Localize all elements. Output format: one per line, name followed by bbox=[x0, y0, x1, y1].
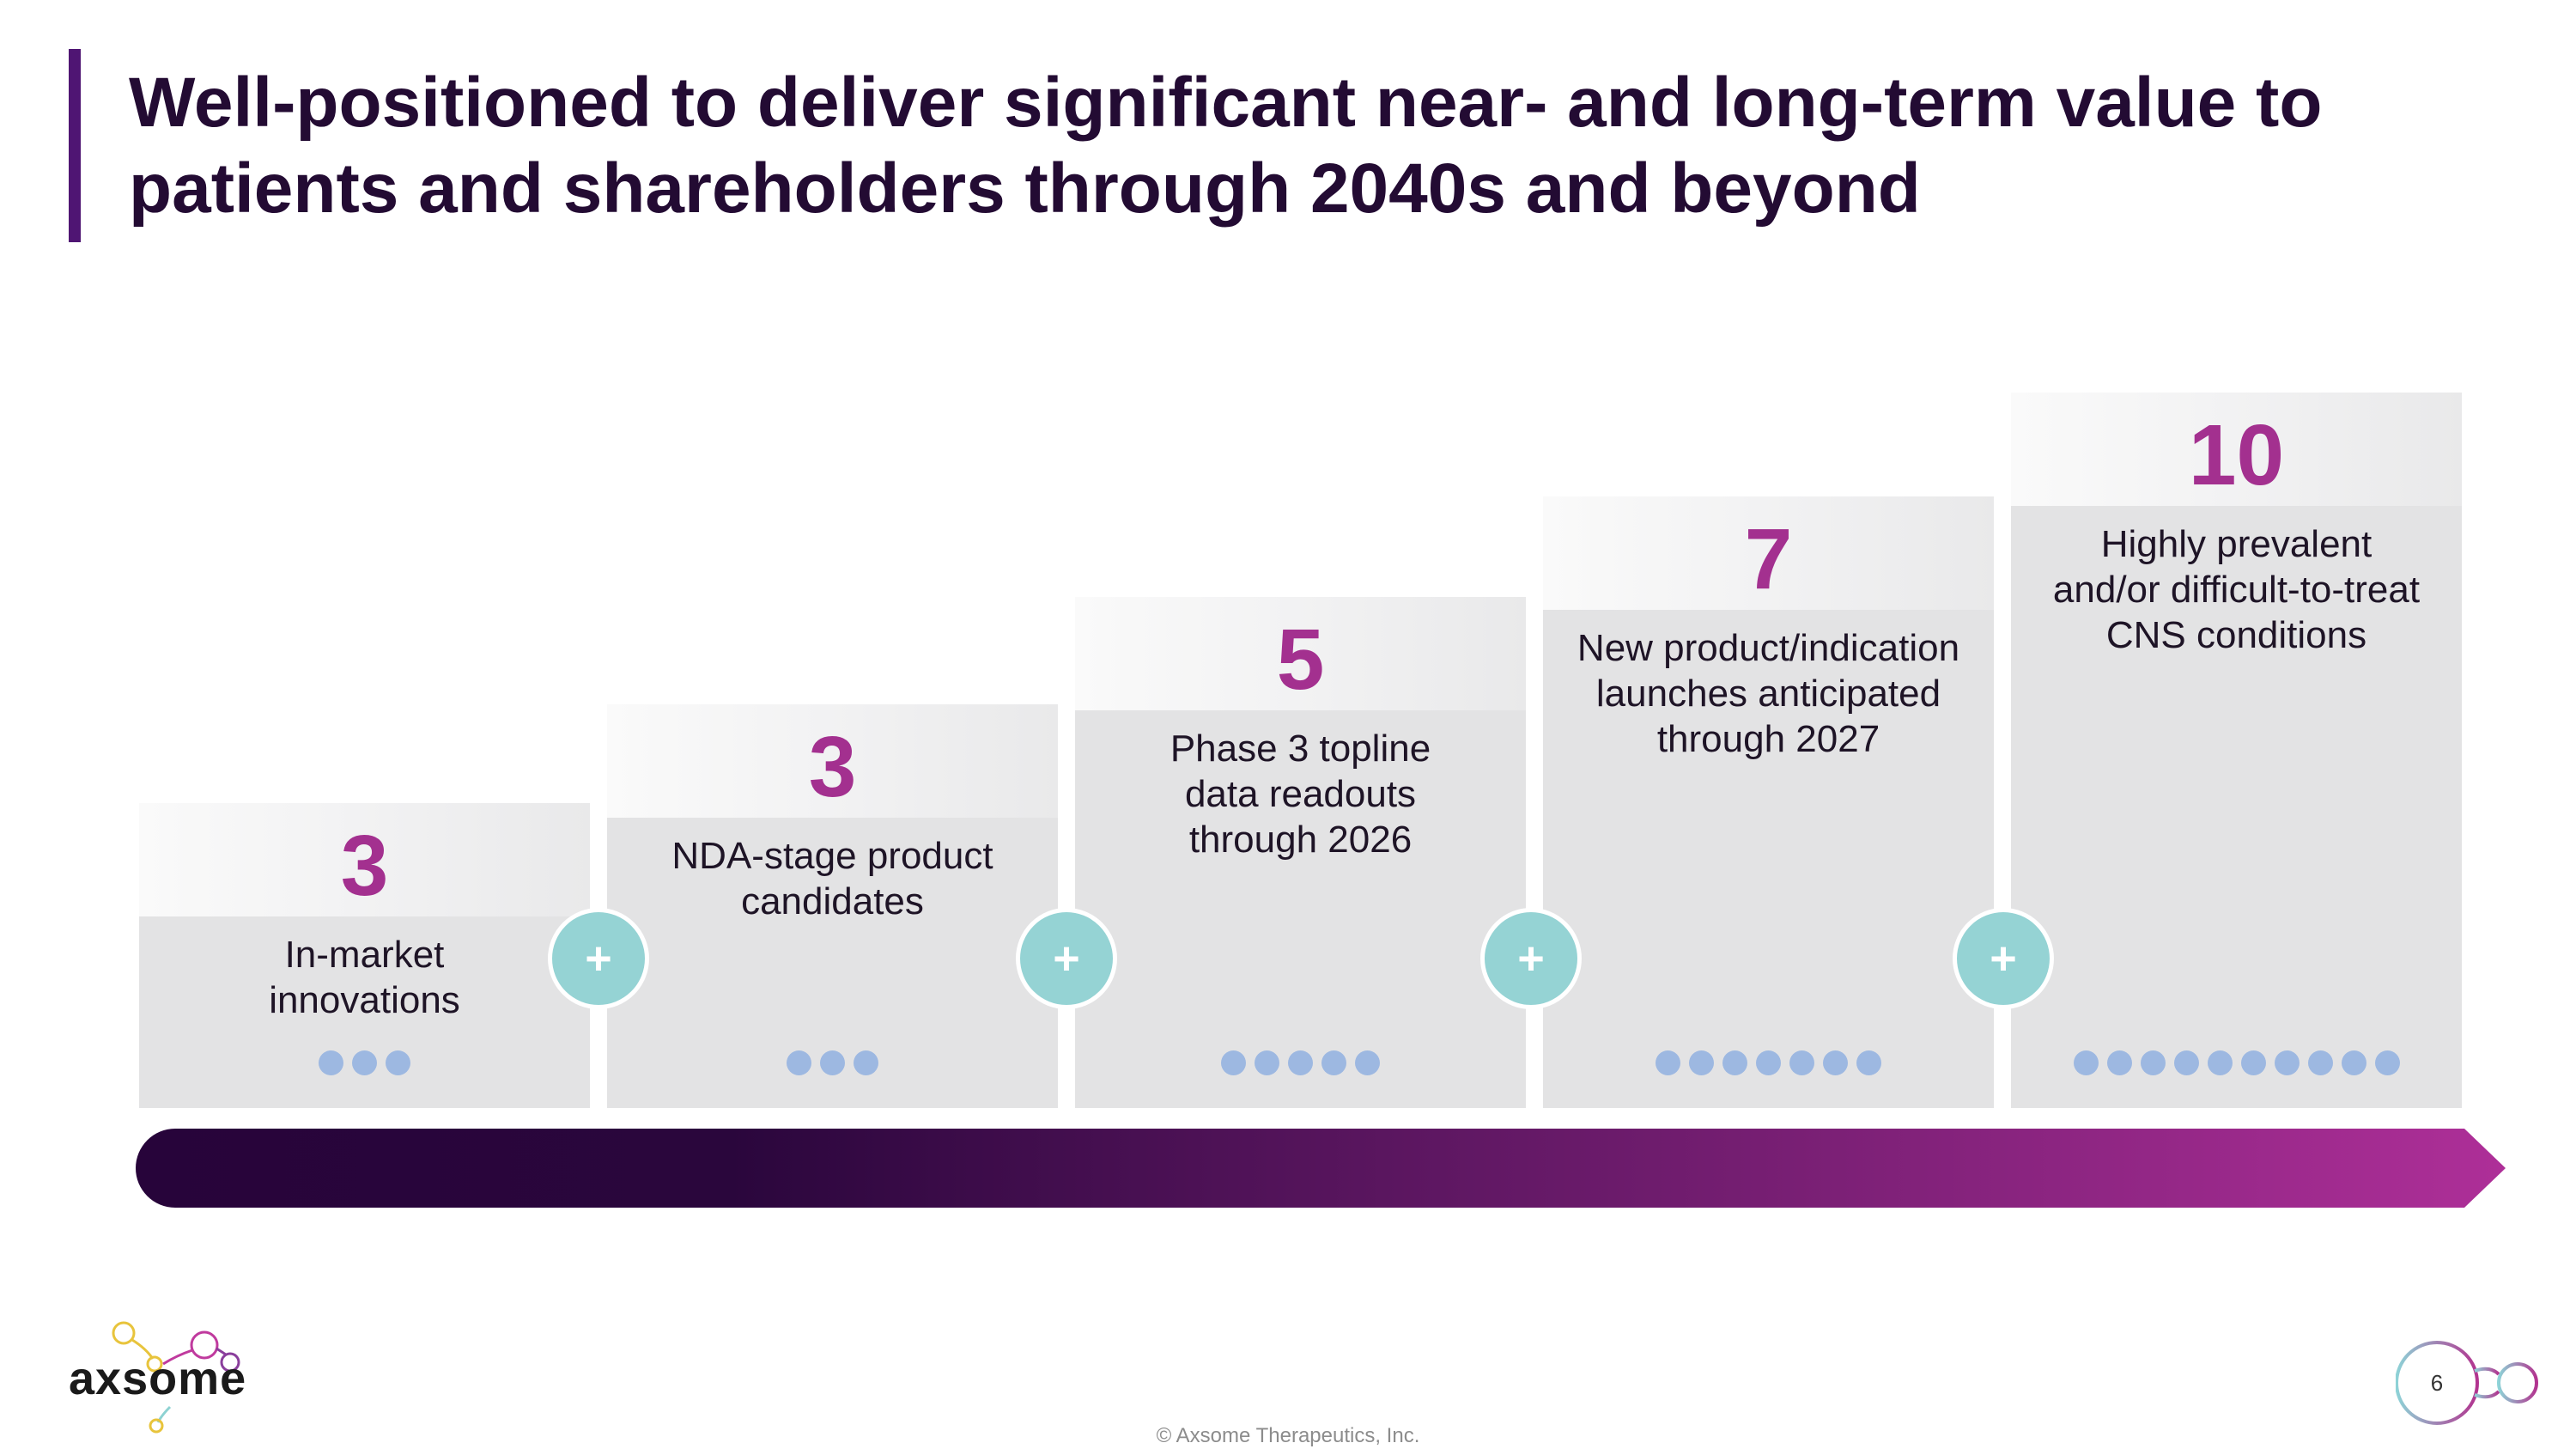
count-dot bbox=[820, 1050, 845, 1075]
step-card-header: 7 bbox=[1543, 496, 1994, 610]
count-dot bbox=[1355, 1050, 1380, 1075]
step-label-line: innovations bbox=[269, 979, 460, 1021]
step-label-line: NDA-stage product bbox=[671, 835, 993, 877]
step-number: 3 bbox=[340, 818, 389, 914]
count-dot bbox=[2307, 1050, 2333, 1075]
step-label-line: and/or difficult-to-treat bbox=[2052, 569, 2421, 611]
step-label-line: through 2026 bbox=[1188, 819, 1413, 861]
count-dot bbox=[1689, 1050, 1714, 1075]
progression-arrow bbox=[136, 1129, 2506, 1208]
slide-title: Well-positioned to deliver significant n… bbox=[129, 60, 2447, 232]
count-dot bbox=[1288, 1050, 1313, 1075]
count-dot bbox=[1856, 1050, 1881, 1075]
count-dot bbox=[1756, 1050, 1781, 1075]
step-label-line: Highly prevalent bbox=[2100, 523, 2372, 565]
count-dot bbox=[1221, 1050, 1246, 1075]
step-label-line: In-market bbox=[284, 934, 445, 976]
logo-wordmark: axsome bbox=[69, 1353, 247, 1404]
count-dot bbox=[1789, 1050, 1814, 1075]
page-number: 6 bbox=[2430, 1370, 2444, 1396]
step-card-header: 3 bbox=[607, 704, 1058, 818]
count-dot bbox=[787, 1050, 811, 1075]
count-dot bbox=[352, 1050, 377, 1075]
count-dot bbox=[2073, 1050, 2099, 1075]
count-dot bbox=[1656, 1050, 1680, 1075]
molecule-logo-icon bbox=[112, 1321, 240, 1434]
count-dot bbox=[854, 1050, 878, 1075]
step-number: 5 bbox=[1276, 612, 1325, 708]
plus-icon: + bbox=[548, 908, 649, 1009]
count-dot bbox=[1823, 1050, 1848, 1075]
step-label-line: CNS conditions bbox=[2105, 614, 2367, 656]
title-accent-bar bbox=[69, 49, 81, 242]
count-dot bbox=[2173, 1050, 2199, 1075]
count-dot bbox=[1321, 1050, 1346, 1075]
plus-icon: + bbox=[1953, 908, 2054, 1009]
count-dot bbox=[2140, 1050, 2166, 1075]
step-label-line: through 2027 bbox=[1656, 718, 1880, 760]
step-dots bbox=[2011, 1050, 2462, 1076]
count-dot bbox=[2106, 1050, 2132, 1075]
step-dots bbox=[1543, 1050, 1994, 1076]
step-number: 10 bbox=[2188, 407, 2285, 503]
copyright-notice: © Axsome Therapeutics, Inc. bbox=[1156, 1424, 1420, 1447]
step-label-line: launches anticipated bbox=[1595, 673, 1941, 715]
step-dots bbox=[139, 1050, 590, 1076]
step-card-header: 10 bbox=[2011, 393, 2462, 506]
count-dot bbox=[2374, 1050, 2400, 1075]
count-dot bbox=[2240, 1050, 2266, 1075]
count-dot bbox=[1255, 1050, 1279, 1075]
step-number: 3 bbox=[808, 719, 857, 815]
step-label-line: Phase 3 topline bbox=[1170, 728, 1431, 770]
count-dot bbox=[2341, 1050, 2366, 1075]
step-card-header: 5 bbox=[1075, 597, 1526, 710]
step-dots bbox=[607, 1050, 1058, 1076]
count-dot bbox=[386, 1050, 410, 1075]
title-line-2: patients and shareholders through 2040s … bbox=[129, 149, 1921, 228]
plus-icon: + bbox=[1016, 908, 1117, 1009]
step-number: 7 bbox=[1744, 511, 1793, 607]
step-dots bbox=[1075, 1050, 1526, 1076]
step-label-line: data readouts bbox=[1184, 773, 1417, 815]
count-dot bbox=[319, 1050, 343, 1075]
step-label-line: candidates bbox=[741, 880, 924, 922]
page-badge-icon bbox=[2396, 1341, 2538, 1425]
plus-icon: + bbox=[1480, 908, 1582, 1009]
axsome-logo: axsome bbox=[67, 1314, 273, 1434]
title-line-1: Well-positioned to deliver significant n… bbox=[129, 64, 2323, 142]
count-dot bbox=[1722, 1050, 1747, 1075]
count-dot bbox=[2274, 1050, 2300, 1075]
step-card-header: 3 bbox=[139, 803, 590, 916]
step-label-line: New product/indication bbox=[1577, 627, 1960, 669]
count-dot bbox=[2207, 1050, 2233, 1075]
